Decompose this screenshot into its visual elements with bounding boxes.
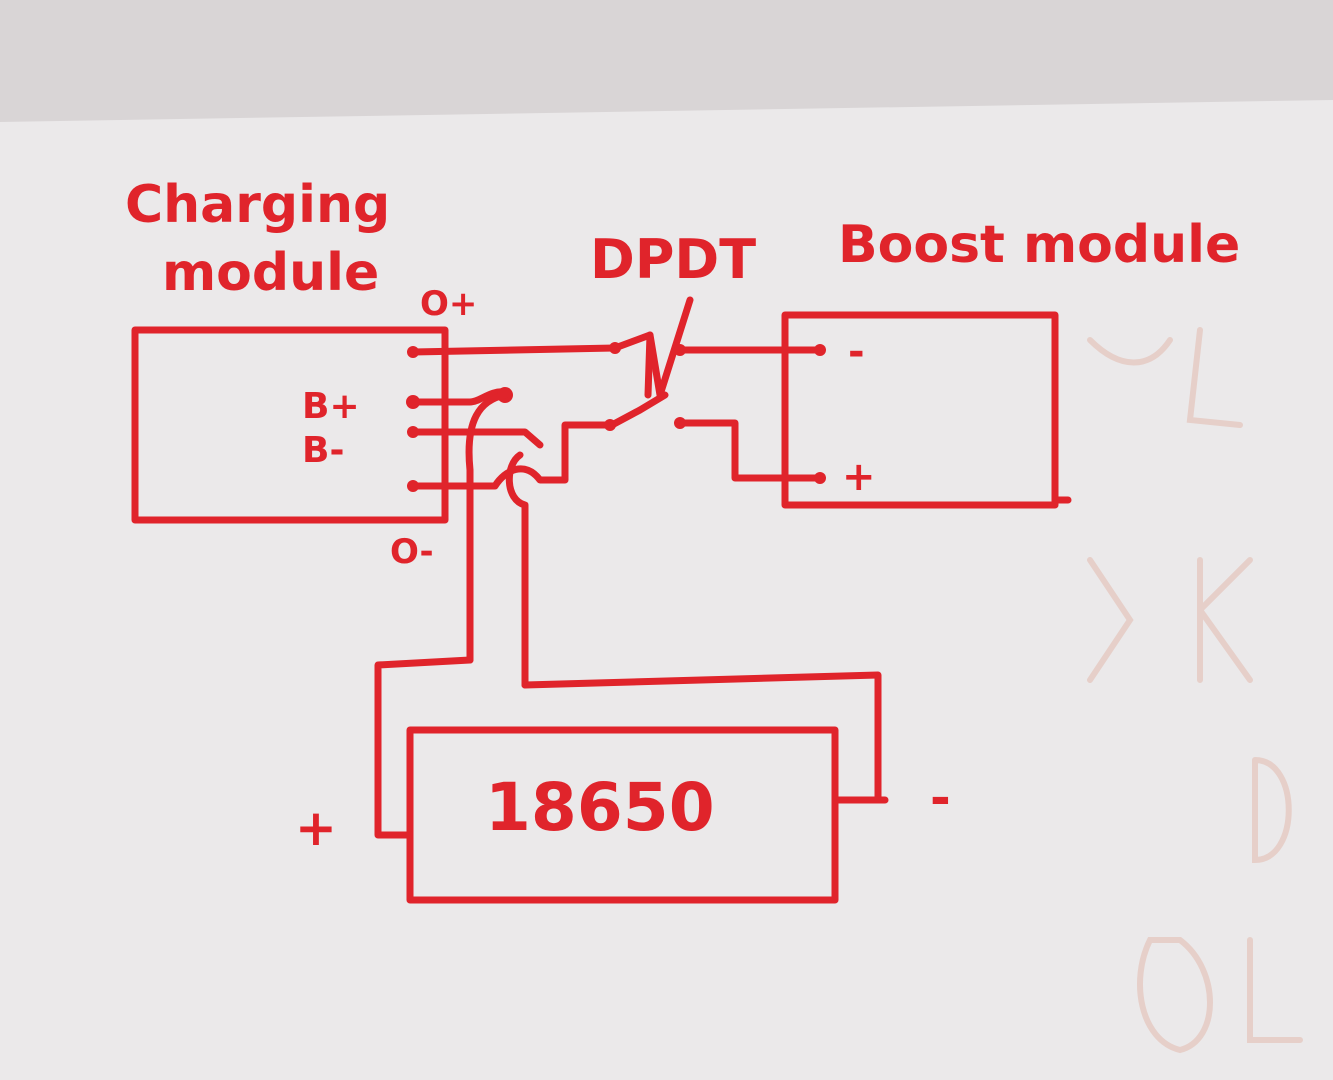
label-boost-module: Boost module (838, 215, 1240, 275)
label-dpdt: DPDT (590, 228, 756, 291)
dpdt-common-top-dot (609, 342, 621, 354)
wire-b-plus-down (465, 391, 509, 664)
label-battery-minus: - (930, 769, 951, 827)
wire-switch-to-boost-plus (676, 419, 824, 482)
label-o-minus: O- (390, 532, 434, 572)
dpdt-link (644, 331, 654, 399)
label-battery: 18650 (485, 769, 715, 846)
ghost-marks (1087, 327, 1303, 1054)
wire-b-minus (409, 428, 544, 449)
label-battery-plus: + (295, 799, 337, 857)
boost-minus-dot (814, 344, 826, 356)
label-boost-minus: - (848, 329, 865, 375)
wire-o-minus-to-switch (409, 421, 614, 490)
label-b-plus: B+ (302, 386, 360, 427)
charging-module-box (131, 326, 449, 524)
label-b-minus: B- (302, 430, 344, 471)
boost-module-box (781, 311, 1059, 509)
label-charging: Charging (125, 175, 390, 235)
wire-o-plus-to-switch (409, 344, 619, 356)
label-boost-plus: + (842, 454, 876, 500)
battery-box (406, 726, 839, 904)
paper-sheet (0, 100, 1333, 1080)
dpdt-common-bottom-dot (604, 419, 616, 431)
dpdt-lower-lever (608, 391, 669, 429)
wire-b-minus-down (505, 451, 529, 689)
label-o-plus: O+ (420, 284, 477, 324)
boost-plus-dot (814, 472, 826, 484)
label-module: module (162, 243, 379, 303)
